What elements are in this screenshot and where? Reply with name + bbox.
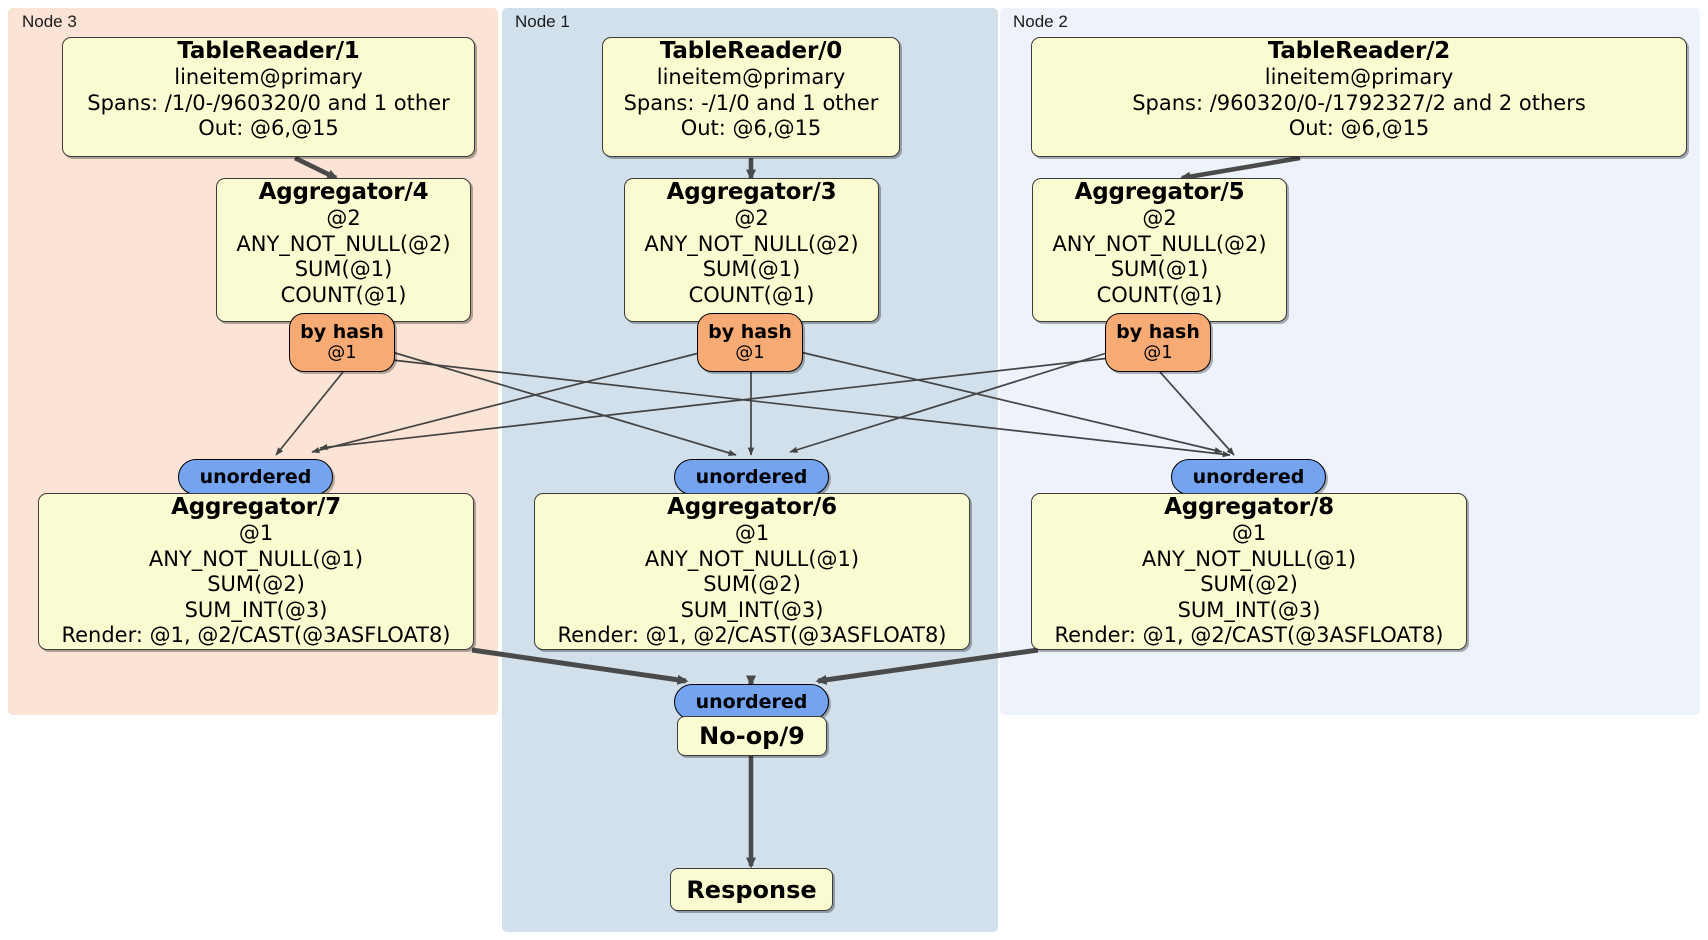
processor-line: ANY_NOT_NULL(@1) bbox=[1141, 546, 1357, 571]
processor-title: Aggregator/7 bbox=[171, 494, 341, 520]
processor-aggregator-5[interactable]: Aggregator/5 @2 ANY_NOT_NULL(@2) SUM(@1)… bbox=[1032, 178, 1287, 322]
processor-title: No-op/9 bbox=[699, 722, 805, 750]
node-panel-label-node2: Node 2 bbox=[1013, 12, 1068, 31]
synchronizer-unordered-right[interactable]: unordered bbox=[1171, 459, 1326, 495]
processor-title: Aggregator/3 bbox=[666, 179, 837, 205]
processor-line: @2 bbox=[1142, 206, 1177, 230]
router-kind-label: by hash bbox=[708, 321, 792, 343]
processor-aggregator-8[interactable]: Aggregator/8 @1 ANY_NOT_NULL(@1) SUM(@2)… bbox=[1031, 493, 1467, 650]
processor-line: @1 bbox=[734, 521, 770, 545]
router-by-hash-center[interactable]: by hash @1 bbox=[697, 313, 803, 372]
processor-line: @1 bbox=[238, 521, 274, 545]
processor-title: Response bbox=[686, 875, 817, 904]
processor-aggregator-6[interactable]: Aggregator/6 @1 ANY_NOT_NULL(@1) SUM(@2)… bbox=[534, 493, 970, 650]
processor-title: Aggregator/4 bbox=[258, 179, 429, 205]
processor-title: TableReader/0 bbox=[659, 38, 843, 64]
router-column-label: @1 bbox=[735, 342, 765, 363]
processor-line: lineitem@primary bbox=[656, 65, 846, 89]
processor-title: TableReader/1 bbox=[177, 38, 360, 64]
processor-line: Out: @6,@15 bbox=[1288, 116, 1430, 140]
processor-line: @1 bbox=[1231, 521, 1267, 545]
processor-line: SUM_INT(@3) bbox=[680, 597, 824, 622]
node-panel-label-node1: Node 1 bbox=[515, 12, 570, 31]
processor-line: Spans: -/1/0 and 1 other bbox=[623, 90, 879, 115]
router-kind-label: by hash bbox=[1116, 321, 1200, 343]
synchronizer-label: unordered bbox=[1192, 465, 1305, 488]
processor-line: ANY_NOT_NULL(@2) bbox=[236, 231, 451, 256]
processor-noop-9[interactable]: No-op/9 bbox=[677, 716, 827, 756]
processor-line: SUM_INT(@3) bbox=[1177, 597, 1321, 622]
processor-line: Spans: /960320/0-/1792327/2 and 2 others bbox=[1132, 90, 1586, 115]
node-panel-label-node3: Node 3 bbox=[22, 12, 77, 31]
router-by-hash-right[interactable]: by hash @1 bbox=[1105, 313, 1211, 372]
processor-line: COUNT(@1) bbox=[688, 282, 815, 307]
synchronizer-unordered-final[interactable]: unordered bbox=[674, 684, 829, 720]
processor-line: SUM(@2) bbox=[207, 572, 305, 596]
processor-title: Aggregator/5 bbox=[1074, 179, 1245, 205]
processor-tablereader-0[interactable]: TableReader/0 lineitem@primary Spans: -/… bbox=[602, 37, 900, 157]
processor-line: lineitem@primary bbox=[1264, 65, 1454, 89]
processor-title: Aggregator/6 bbox=[667, 494, 837, 520]
processor-line: Render: @1, @2/CAST(@3ASFLOAT8) bbox=[1054, 623, 1444, 647]
synchronizer-label: unordered bbox=[695, 690, 808, 713]
processor-line: ANY_NOT_NULL(@1) bbox=[644, 546, 860, 571]
processor-line: ANY_NOT_NULL(@2) bbox=[644, 231, 859, 256]
processor-line: SUM(@2) bbox=[703, 572, 801, 596]
processor-line: Out: @6,@15 bbox=[198, 116, 339, 140]
processor-line: ANY_NOT_NULL(@2) bbox=[1052, 231, 1267, 256]
processor-response[interactable]: Response bbox=[670, 868, 833, 911]
synchronizer-label: unordered bbox=[199, 465, 312, 488]
processor-aggregator-4[interactable]: Aggregator/4 @2 ANY_NOT_NULL(@2) SUM(@1)… bbox=[216, 178, 471, 322]
processor-line: Spans: /1/0-/960320/0 and 1 other bbox=[87, 90, 450, 115]
processor-aggregator-7[interactable]: Aggregator/7 @1 ANY_NOT_NULL(@1) SUM(@2)… bbox=[38, 493, 474, 650]
processor-line: Render: @1, @2/CAST(@3ASFLOAT8) bbox=[557, 623, 947, 647]
router-column-label: @1 bbox=[1143, 342, 1173, 363]
processor-line: lineitem@primary bbox=[174, 65, 363, 89]
processor-line: COUNT(@1) bbox=[280, 282, 407, 307]
processor-line: SUM(@1) bbox=[294, 257, 393, 281]
processor-tablereader-2[interactable]: TableReader/2 lineitem@primary Spans: /9… bbox=[1031, 37, 1687, 157]
synchronizer-unordered-center[interactable]: unordered bbox=[674, 459, 829, 495]
processor-title: TableReader/2 bbox=[1267, 38, 1451, 64]
processor-line: SUM(@1) bbox=[1110, 257, 1209, 281]
router-by-hash-left[interactable]: by hash @1 bbox=[289, 313, 395, 372]
router-column-label: @1 bbox=[327, 342, 357, 363]
processor-line: SUM(@1) bbox=[702, 257, 801, 281]
router-kind-label: by hash bbox=[300, 321, 384, 343]
processor-tablereader-1[interactable]: TableReader/1 lineitem@primary Spans: /1… bbox=[62, 37, 475, 157]
synchronizer-unordered-left[interactable]: unordered bbox=[178, 459, 333, 495]
processor-line: @2 bbox=[734, 206, 769, 230]
synchronizer-label: unordered bbox=[695, 465, 808, 488]
processor-line: SUM_INT(@3) bbox=[184, 597, 328, 622]
processor-line: ANY_NOT_NULL(@1) bbox=[148, 546, 364, 571]
processor-line: Render: @1, @2/CAST(@3ASFLOAT8) bbox=[61, 623, 451, 647]
processor-line: @2 bbox=[326, 206, 361, 230]
processor-title: Aggregator/8 bbox=[1164, 494, 1334, 520]
processor-aggregator-3[interactable]: Aggregator/3 @2 ANY_NOT_NULL(@2) SUM(@1)… bbox=[624, 178, 879, 322]
processor-line: Out: @6,@15 bbox=[680, 116, 822, 140]
processor-line: SUM(@2) bbox=[1200, 572, 1298, 596]
processor-line: COUNT(@1) bbox=[1096, 282, 1223, 307]
